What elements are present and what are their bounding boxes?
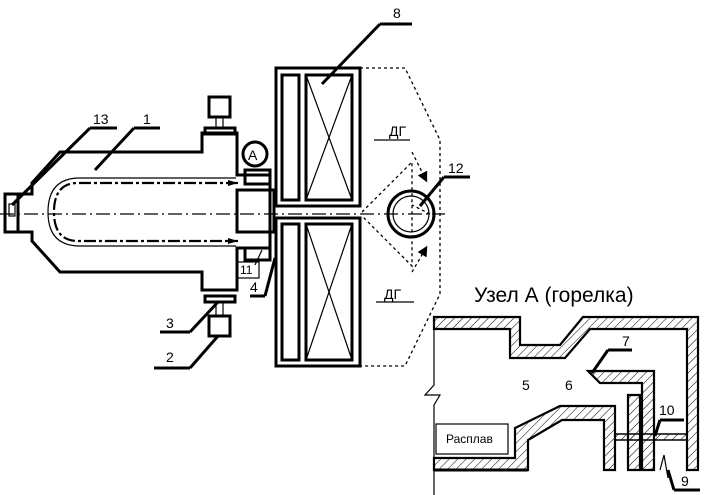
callout-10: 10 [659,402,675,418]
ammeter-label: А [248,147,258,163]
magnet-disc [274,66,362,368]
melt-label: Расплав [446,432,493,446]
callout-11: 11 [240,263,253,277]
callout-7: 7 [622,333,630,349]
callout-2: 2 [166,349,174,365]
pipe-part-12 [386,189,436,239]
callout-5: 5 [522,377,530,393]
detail-title: Узел А (горелка) [474,284,634,307]
callout-3: 3 [166,315,174,331]
gas-funnel [360,67,441,367]
callout-6: 6 [565,377,573,393]
callouts-main: 13 1 8 12 3 2 11 4 [10,5,470,370]
callout-1: 1 [143,111,151,127]
gas-label-top: ДГ [389,123,406,139]
burner-body [3,131,276,292]
callout-13: 13 [93,111,109,127]
callout-4: 4 [250,279,258,295]
detail-a: Расплав 5 6 7 10 9 [423,315,700,495]
callout-12: 12 [448,160,464,176]
callout-8: 8 [393,5,401,21]
callout-9: 9 [681,473,689,489]
gas-label-bottom: ДГ [384,286,401,302]
ammeter: А [241,140,272,186]
top-bolt [203,95,237,136]
bottom-bolt [203,294,237,338]
